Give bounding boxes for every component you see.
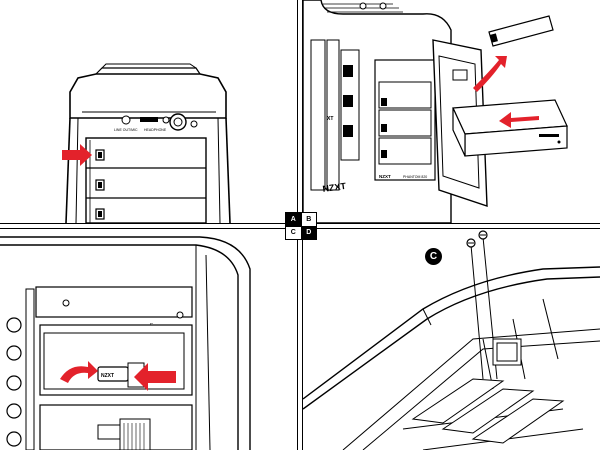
push-latch-arrow-icon <box>134 363 176 391</box>
latch-brand-label: NZXT <box>101 373 114 379</box>
headphone-label: HEADPHONE <box>144 128 167 132</box>
optical-drive <box>452 99 568 157</box>
legend-cell-c: C <box>286 226 301 239</box>
panel-a-front-drive-bays: LINE OUT/MIC HEADPHONE <box>0 0 297 223</box>
rotate-latch-arrow-icon <box>60 361 98 383</box>
push-arrow-icon <box>62 144 92 166</box>
insert-drive-arrow-icon <box>499 112 539 128</box>
step-badge: C <box>425 248 442 265</box>
screw-install-illustration <box>303 230 600 450</box>
drive-bay-latch-1 <box>95 149 105 161</box>
audio-out-label: LINE OUT/MIC <box>114 128 138 132</box>
drive-bay-latch-3 <box>95 208 105 220</box>
panel-c-drive-latch: E NZXT <box>0 229 297 450</box>
remove-cover-arrow-icon <box>473 56 507 92</box>
case-door-illustration: XT NZXT PHANTOM 820 NZXT <box>303 0 568 223</box>
brand-side-label: XT <box>327 116 333 122</box>
bay-cover-plate <box>488 15 554 47</box>
latch-closeup-illustration: E NZXT <box>0 236 251 450</box>
drive-bay-latch-2 <box>95 179 105 191</box>
panel-legend: A B C D <box>285 212 317 240</box>
brand-logo-large: NZXT <box>322 181 347 194</box>
panel-b-open-door-insert-drive: XT NZXT PHANTOM 820 NZXT <box>303 0 600 223</box>
brand-drive-label: NZXT <box>379 174 391 179</box>
model-label: PHANTOM 820 <box>403 175 427 179</box>
legend-cell-a: A <box>286 213 301 226</box>
case-front-illustration: LINE OUT/MIC HEADPHONE <box>62 63 231 223</box>
panel-d-screw-install <box>303 229 600 450</box>
legend-cell-b: B <box>301 213 316 226</box>
legend-cell-d: D <box>301 226 316 239</box>
screw-left <box>466 238 484 380</box>
